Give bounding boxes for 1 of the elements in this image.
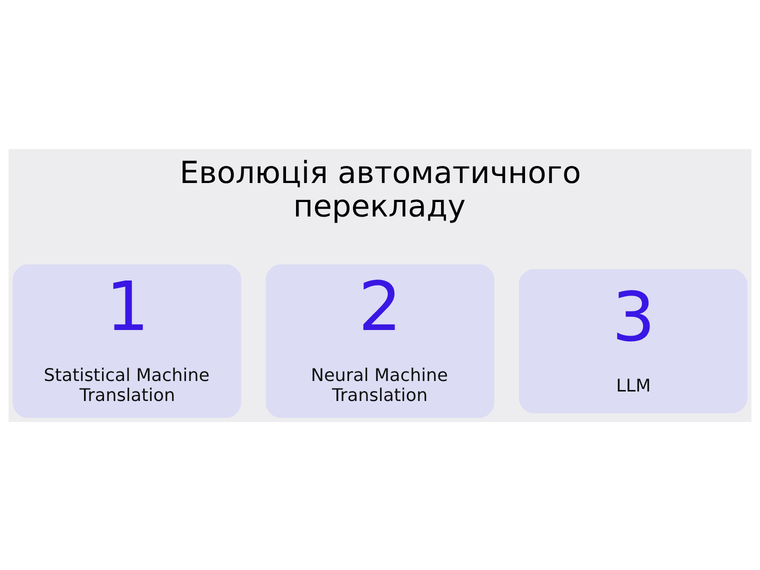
- diagram-title: Еволюція автоматичного перекладу: [180, 155, 582, 224]
